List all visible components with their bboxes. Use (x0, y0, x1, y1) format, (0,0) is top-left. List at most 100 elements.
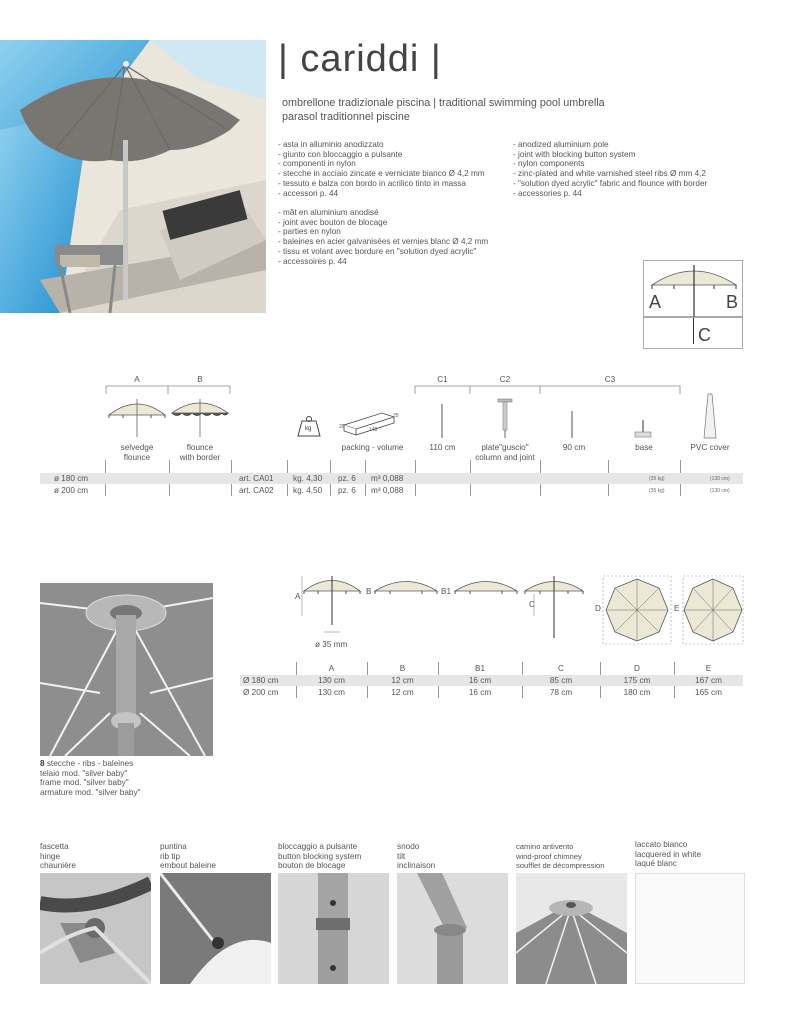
dims-cell: 175 cm (623, 676, 651, 685)
subtitle-line-2: parasol traditionnel piscine (282, 111, 410, 123)
row-art: art. CA01 (239, 474, 274, 483)
spec-en-6: - accessories p. 44 (513, 188, 582, 198)
row-base: (35 kg) (649, 476, 665, 482)
selvedge-label: selvedge flounce (105, 443, 169, 462)
row-art: art. CA02 (239, 486, 274, 495)
dims-cell: 12 cm (391, 676, 414, 685)
packing-label: packing - volume (341, 443, 404, 452)
ab-label-b: B (726, 292, 739, 312)
row-pvc: (130 cm) (710, 476, 730, 482)
detail-caption-line: lacquered in white (635, 849, 701, 859)
spec-it-6: - accessori p. 44 (278, 188, 339, 198)
group-a-label: A (134, 375, 140, 384)
spec-list-italian: - asta in alluminio anodizzato - giunto … (278, 140, 485, 198)
row-pz: pz. 6 (338, 486, 356, 495)
selvedge-label-2: flounce (123, 452, 151, 462)
detail-caption-line: inclinaison (397, 861, 436, 871)
detail-caption-line: laqué blanc (635, 859, 677, 869)
flounce-label-2: with border (179, 452, 221, 462)
selvedge-umbrella-icon (107, 399, 167, 437)
plate-column-icon (497, 398, 513, 438)
row-kg: kg. 4,30 (293, 474, 323, 483)
spec-it-1: - asta in alluminio anodizzato (278, 140, 384, 149)
flounce-umbrella-icon (170, 399, 230, 437)
dims-cell: 165 cm (695, 688, 722, 697)
ribs-caption-line-3: frame mod. "silver baby" (40, 778, 129, 788)
weight-icon-label: kg (305, 426, 312, 432)
spec-en-5: - "solution dyed acrylic" fabric and flo… (513, 178, 708, 188)
detail-caption-line: button blocking system (278, 851, 362, 861)
page-title: | cariddi | (278, 38, 442, 80)
detail-caption-line: wind-proof chimney (516, 851, 582, 861)
row-pz: pz. 6 (338, 474, 356, 483)
ribs-caption: 8 stecche - ribs - baleines telaio mod. … (40, 759, 140, 797)
pvc-cover-icon (703, 393, 717, 439)
detail-caption-line: laccato bianco (635, 840, 688, 849)
dims-cell: 16 cm (468, 676, 492, 685)
dims-row-size: Ø 200 cm (243, 688, 279, 697)
row-kg: kg. 4,50 (293, 486, 323, 495)
detail-caption-line: snodo (397, 842, 420, 851)
packing-box-icon (342, 412, 396, 436)
dim-label-b1: B1 (441, 587, 452, 596)
dim-label-a: A (295, 592, 301, 601)
flounce-label-1: flounce (186, 443, 214, 452)
detail-caption-line: bouton de blocage (278, 861, 346, 871)
detail-caption-line: fascetta (40, 842, 69, 851)
dims-cell: 130 cm (318, 688, 345, 697)
detail-caption-line: rib tip (160, 851, 181, 861)
dims-row-band (240, 675, 743, 686)
detail-caption-tilt: snodo tilt inclinaison (397, 842, 435, 871)
pvc-label: PVC cover (690, 443, 730, 452)
detail-caption-line: soufflet de décompression (516, 861, 605, 871)
spec-list-french: - mât en aluminium anodisé - joint avec … (278, 208, 488, 266)
row-size: ø 180 cm (54, 474, 89, 483)
dims-header-b1: B1 (474, 664, 485, 673)
ab-diagram-top (643, 260, 743, 318)
ribs-photo (40, 583, 213, 756)
ab-label-a: A (649, 292, 662, 312)
dims-cell: 130 cm (318, 676, 345, 685)
box-length: 148 (369, 427, 378, 433)
dims-cell: 85 cm (549, 676, 573, 685)
hinge-photo (40, 873, 151, 984)
ribs-caption-line-2: telaio mod. "silver baby" (40, 768, 128, 778)
row-vol: m³ 0,088 (371, 486, 404, 495)
dims-row: Ø 180 cm 130 cm 12 cm 16 cm 85 cm 175 cm… (240, 676, 743, 687)
base-label: base (635, 443, 653, 452)
subtitle-line-1: ombrellone tradizionale piscina | tradit… (282, 97, 605, 109)
dims-cell: 16 cm (468, 688, 492, 697)
detail-caption-line: hinge (40, 851, 61, 861)
ribs-caption-line-1: stecche - ribs - baleines (44, 759, 134, 768)
table-row: ø 180 cm art. CA01 kg. 4,30 pz. 6 m³ 0,0… (40, 474, 743, 485)
group-b-label: B (197, 375, 203, 384)
spec-fr-6: - accessoires p. 44 (278, 256, 347, 266)
tilt-photo (397, 873, 508, 984)
spec-en-1: - anodized aluminium pole (513, 140, 609, 149)
dimensions-diagram (301, 575, 744, 645)
plate-label-2: column and joint (475, 452, 535, 462)
pole-diameter-label: ø 35 mm (315, 640, 348, 649)
page-subtitle: ombrellone tradizionale piscina | tradit… (282, 96, 605, 124)
button-blocking-photo (278, 873, 389, 984)
detail-caption-line: puntina (160, 842, 187, 851)
spec-en-3: - nylon components (513, 159, 585, 169)
dim-label-c: C (529, 600, 535, 609)
lacquered-white-swatch (635, 873, 745, 984)
plate-label-1: plate"guscio" (481, 443, 529, 452)
pole-c3-icon (571, 411, 573, 438)
detail-caption-chimney: camino antivento wind-proof chimney souf… (516, 842, 605, 871)
c3-label: 90 cm (562, 443, 586, 452)
group-brackets (105, 385, 681, 394)
detail-caption-line: embout baleine (160, 861, 216, 871)
detail-caption-line: camino antivento (516, 842, 574, 851)
dims-header-b: B (399, 664, 406, 673)
dims-header-c: C (558, 664, 564, 673)
box-width: 25 (393, 413, 399, 419)
spec-it-5: - tessuto e balza con bordo in acrilico … (278, 178, 466, 188)
detail-caption-line: chaunière (40, 861, 76, 871)
detail-caption-button: bloccaggio a pulsante button blocking sy… (278, 842, 361, 871)
ribs-caption-line-4: armature mod. "silver baby" (40, 787, 141, 797)
hero-photo (0, 40, 266, 313)
dims-header-e: E (705, 664, 712, 673)
